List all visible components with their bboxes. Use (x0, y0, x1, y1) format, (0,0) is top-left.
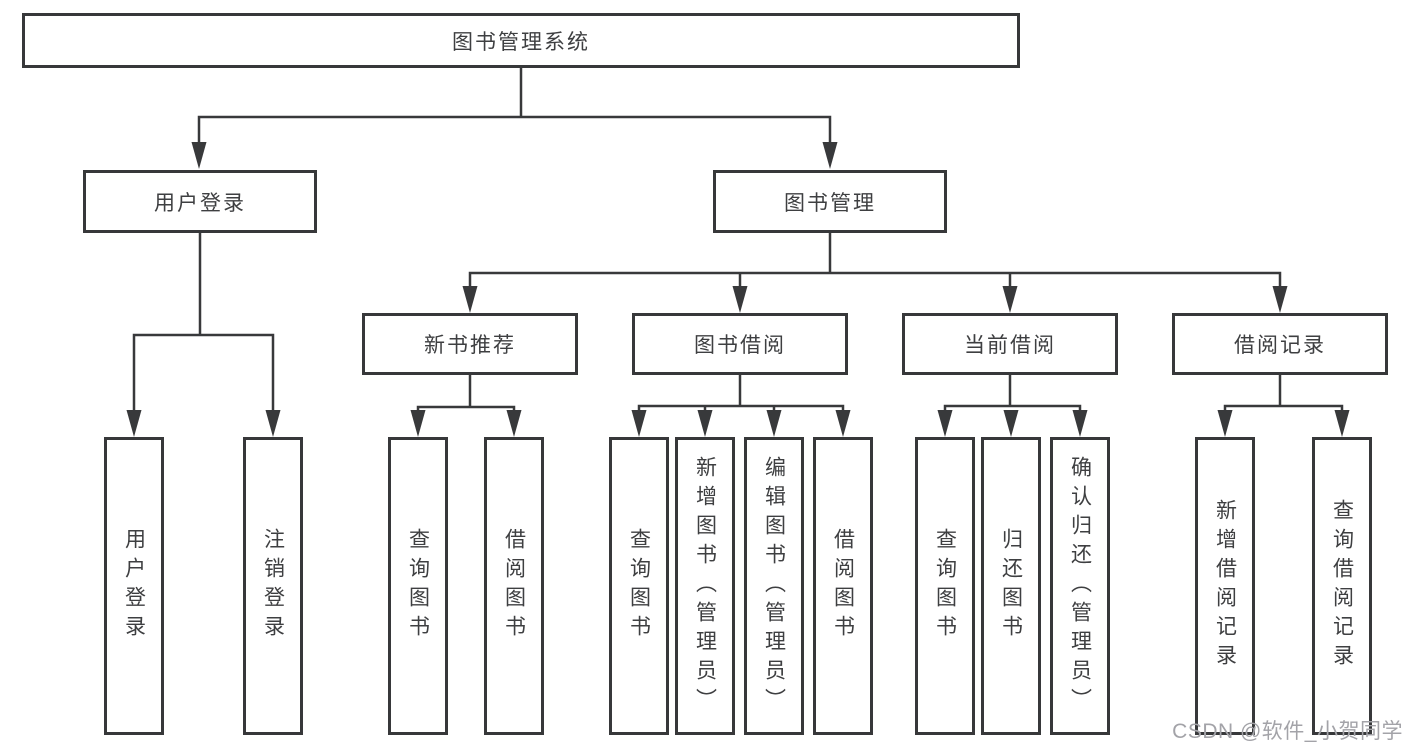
connector-user-login (126, 233, 281, 437)
node-add-books-admin: 新增图书（管理员） (675, 437, 735, 735)
connector-book-borrowing (631, 375, 851, 437)
node-label: 借阅记录 (1234, 334, 1326, 357)
node-label: 归还图书 (999, 528, 1023, 644)
connector-book-management (462, 233, 1288, 313)
node-label: 借阅图书 (831, 528, 855, 644)
node-label: 借阅图书 (502, 528, 526, 644)
node-label: 新增图书（管理员） (693, 455, 717, 717)
node-query-borrow-record: 查询借阅记录 (1312, 437, 1372, 735)
node-label: 图书借阅 (694, 334, 786, 357)
connector-root (191, 68, 838, 169)
node-label: 当前借阅 (964, 334, 1056, 357)
node-label: 查询图书 (933, 528, 957, 644)
node-query-books-current: 查询图书 (915, 437, 975, 735)
node-current-borrowing: 当前借阅 (902, 313, 1118, 375)
node-edit-books-admin: 编辑图书（管理员） (744, 437, 804, 735)
node-add-borrow-record: 新增借阅记录 (1195, 437, 1255, 735)
node-query-books-borrow: 查询图书 (609, 437, 669, 735)
node-logout-login: 注销登录 (243, 437, 303, 735)
csdn-watermark: CSDN @软件_小贺同学 (1172, 720, 1403, 743)
connector-current-borrowing (937, 375, 1088, 437)
node-label: 查询借阅记录 (1330, 499, 1354, 673)
node-label: 用户登录 (122, 528, 146, 644)
node-borrow-books-recommend: 借阅图书 (484, 437, 544, 735)
node-user-login-leaf: 用户登录 (104, 437, 164, 735)
node-label: 新增借阅记录 (1213, 499, 1237, 673)
node-label: 注销登录 (261, 528, 285, 644)
node-borrow-books: 借阅图书 (813, 437, 873, 735)
node-return-books: 归还图书 (981, 437, 1041, 735)
node-label: 用户登录 (154, 191, 246, 215)
node-user-login: 用户登录 (83, 170, 317, 233)
node-label: 确认归还（管理员） (1068, 455, 1092, 717)
connector-new-book-recommendation (410, 375, 522, 437)
node-library-management-system: 图书管理系统 (22, 13, 1020, 68)
node-book-borrowing: 图书借阅 (632, 313, 848, 375)
node-label: 查询图书 (406, 528, 430, 644)
node-label: 图书管理 (784, 191, 876, 215)
node-query-books-recommend: 查询图书 (388, 437, 448, 735)
node-borrowing-records: 借阅记录 (1172, 313, 1388, 375)
node-label: 图书管理系统 (452, 30, 590, 54)
node-confirm-return-admin: 确认归还（管理员） (1050, 437, 1110, 735)
node-label: 编辑图书（管理员） (762, 455, 786, 717)
node-book-management: 图书管理 (713, 170, 947, 233)
node-new-book-recommendation: 新书推荐 (362, 313, 578, 375)
connector-borrowing-records (1217, 375, 1350, 437)
node-label: 新书推荐 (424, 334, 516, 357)
node-label: 查询图书 (627, 528, 651, 644)
